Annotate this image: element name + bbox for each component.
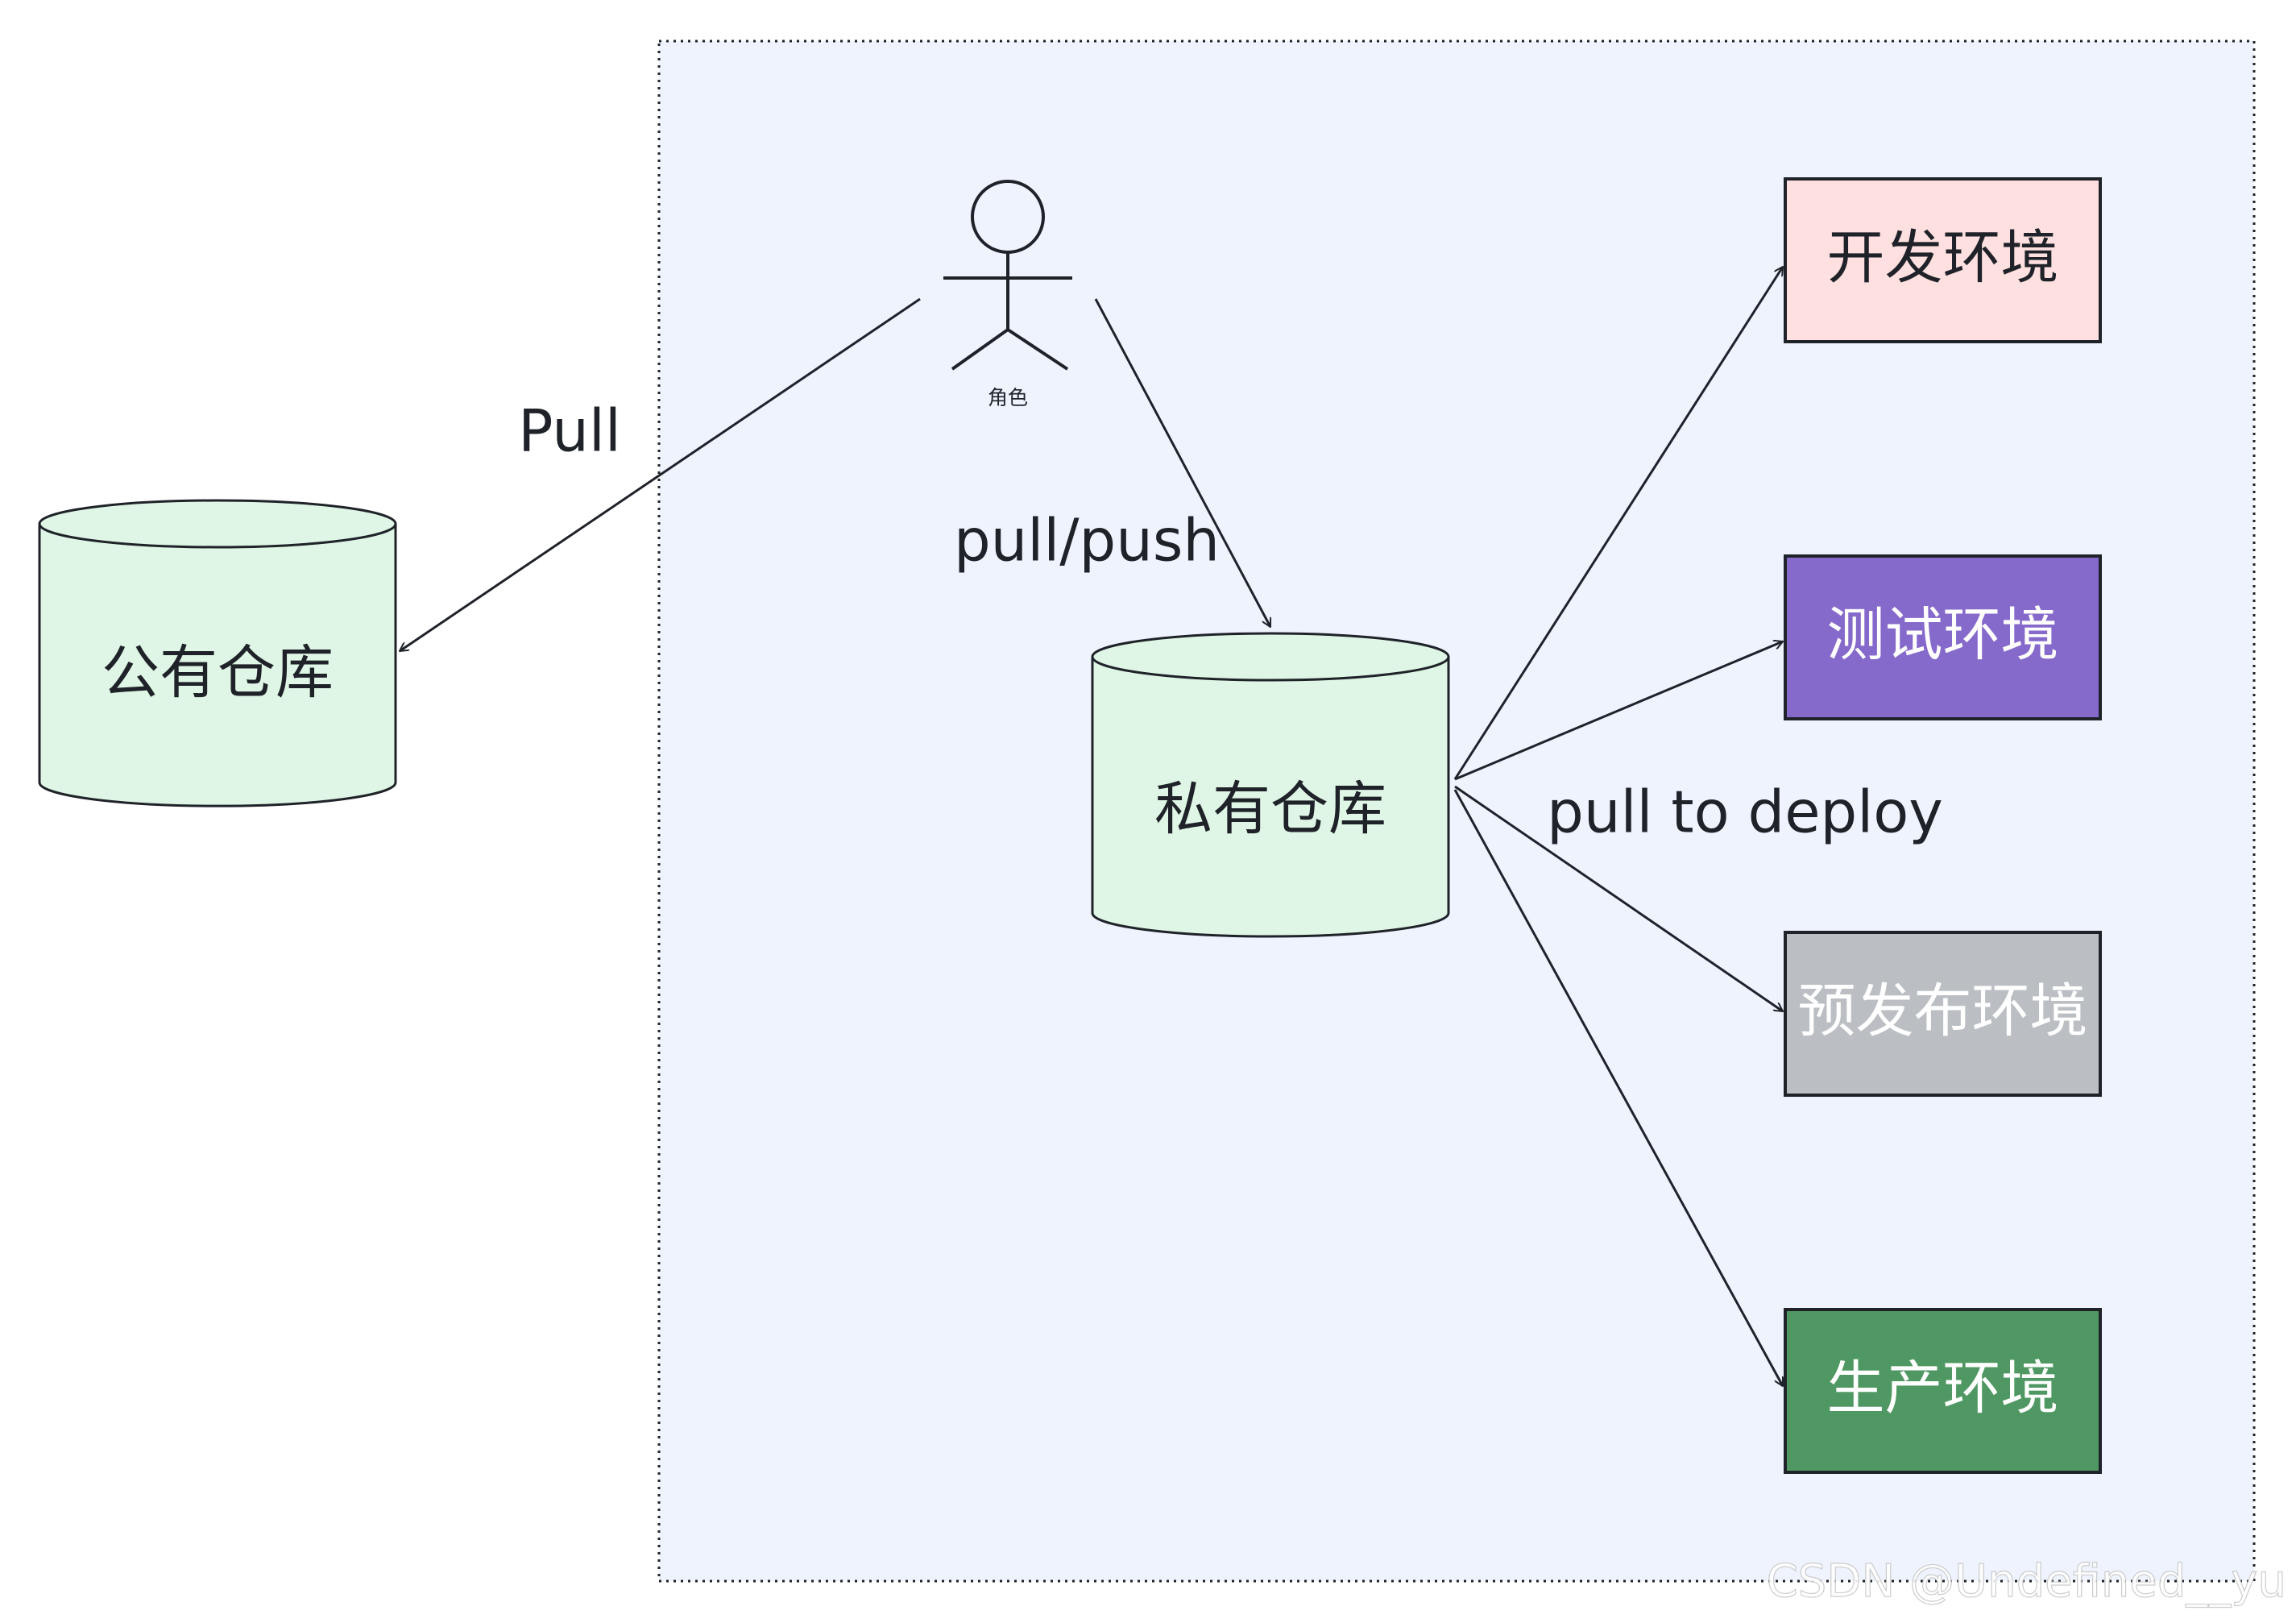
env-box-staging-rect: [1784, 931, 2102, 1097]
env-box-test: 测试环境: [1784, 554, 2102, 720]
public-repo-cylinder: 公有仓库: [38, 499, 397, 807]
edge-private-repo-to-staging: [1454, 785, 1783, 1013]
env-box-test-rect: [1784, 554, 2102, 720]
env-box-dev-label: 开发环境: [1826, 224, 2058, 292]
edge-private-repo-to-prod: [1453, 789, 1784, 1386]
edge-actor-to-private-repo: [1094, 298, 1272, 627]
edge-private-repo-to-dev: [1453, 267, 1784, 780]
csdn-watermark: CSDN @Undefined__yu: [1767, 1555, 2286, 1608]
edge-label-pull-push: pull/push: [954, 507, 1220, 575]
edge-label-pull: Pull: [518, 397, 621, 465]
env-box-test-label: 测试环境: [1826, 601, 2058, 669]
private-repo-label: 私有仓库: [1154, 775, 1386, 843]
public-repo-label: 公有仓库: [102, 639, 334, 707]
edge-private-repo-to-test: [1454, 641, 1783, 781]
actor-label: 角色: [988, 386, 1028, 409]
env-box-dev: 开发环境: [1784, 177, 2102, 343]
env-box-staging: 预发布环境: [1784, 931, 2102, 1097]
edge-actor-to-public-repo: [400, 297, 921, 653]
env-box-prod-label: 生产环境: [1826, 1355, 2058, 1422]
env-box-staging-label: 预发布环境: [1797, 978, 2087, 1045]
actor-figure: [943, 180, 1072, 371]
env-box-dev-rect: [1784, 177, 2102, 343]
edge-label-pull-to-deploy: pull to deploy: [1547, 778, 1943, 846]
env-box-prod-rect: [1784, 1308, 2102, 1474]
env-box-prod: 生产环境: [1784, 1308, 2102, 1474]
private-repo-cylinder: 私有仓库: [1091, 632, 1450, 938]
